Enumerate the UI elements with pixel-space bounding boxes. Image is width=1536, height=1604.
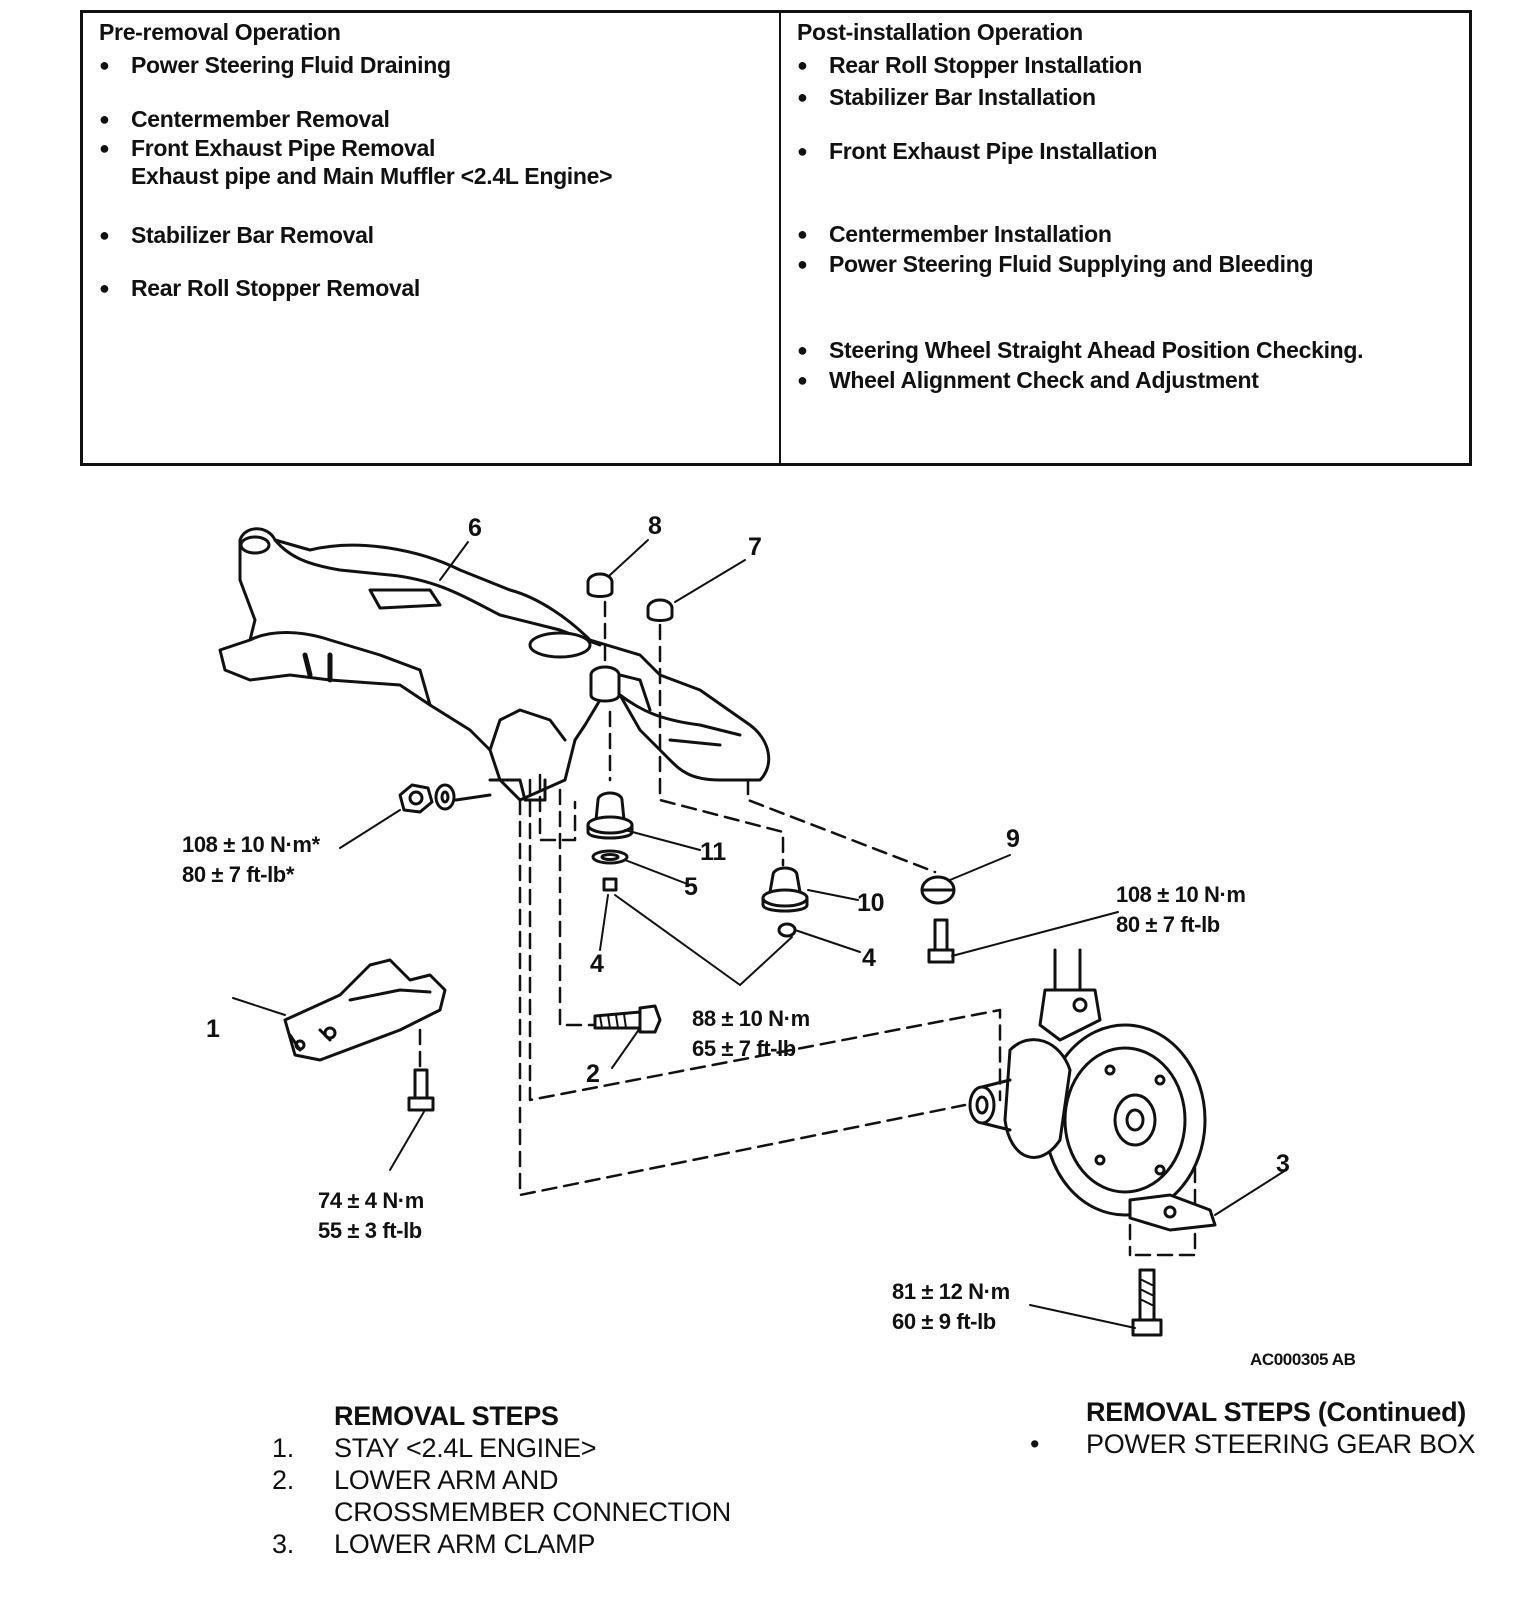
- part-label-4b: 4: [862, 944, 876, 972]
- bolt-2: [593, 1004, 662, 1034]
- post-installation-item: ●Power Steering Fluid Supplying and Blee…: [797, 251, 1314, 277]
- bushing-10: [761, 866, 809, 913]
- procedure-table: Pre-removal Operation ●Power Steering Fl…: [80, 10, 1472, 466]
- part-label-11: 11: [700, 838, 726, 866]
- torque-spec-bushing-nut: 88 ± 10 N·m 65 ± 7 ft-lb: [692, 1006, 810, 1061]
- exploded-parts-diagram: [218, 527, 1287, 1337]
- removal-step: 3.LOWER ARM CLAMP: [272, 1529, 596, 1559]
- post-installation-item: ●Rear Roll Stopper Installation: [797, 52, 1143, 78]
- torque-spec-crossmember-nut: 108 ± 10 N·m* 80 ± 7 ft-lb*: [182, 832, 320, 887]
- post-installation-item: ●Front Exhaust Pipe Installation: [797, 138, 1158, 164]
- torque-spec-clamp-bolt: 81 ± 12 N·m 60 ± 9 ft-lb: [892, 1279, 1010, 1334]
- pre-removal-item: ●Centermember Removal: [99, 106, 390, 132]
- bolt-clamp: [1131, 1268, 1163, 1337]
- pre-removal-item: ●Power Steering Fluid Draining: [99, 52, 451, 78]
- removal-step: 2.LOWER ARM AND: [272, 1465, 559, 1495]
- bolt-stay: [407, 1068, 435, 1112]
- post-installation-item: ●Centermember Installation: [797, 221, 1112, 247]
- removal-steps-continued: REMOVAL STEPS (Continued) •POWER STEERIN…: [1030, 1396, 1476, 1460]
- removal-steps-heading: REMOVAL STEPS: [334, 1401, 559, 1431]
- part-label-8: 8: [648, 512, 662, 540]
- post-installation-item: ●Steering Wheel Straight Ahead Position …: [797, 337, 1364, 363]
- bushing-8: [586, 572, 621, 703]
- part-label-7: 7: [748, 533, 762, 561]
- pre-removal-item: ●Rear Roll Stopper Removal: [99, 275, 421, 301]
- pre-removal-title: Pre-removal Operation: [99, 19, 341, 45]
- clamp-3: [1128, 1193, 1217, 1232]
- removal-step: CROSSMEMBER CONNECTION: [334, 1497, 731, 1527]
- washer-5: [591, 849, 629, 865]
- removal-steps: REMOVAL STEPS 1.STAY <2.4L ENGINE> 2.LOW…: [272, 1400, 731, 1560]
- post-installation-item: ●Wheel Alignment Check and Adjustment: [797, 367, 1259, 393]
- post-installation-column: Post-installation Operation ●Rear Roll S…: [781, 13, 1469, 463]
- bushing-7: [646, 598, 674, 622]
- removal-step: •POWER STEERING GEAR BOX: [1030, 1429, 1476, 1459]
- removal-step: 1.STAY <2.4L ENGINE>: [272, 1433, 597, 1463]
- bushing-11: [586, 791, 634, 840]
- torque-spec-rear-bolt: 108 ± 10 N·m 80 ± 7 ft-lb: [1116, 882, 1246, 937]
- torque-spec-stay-bolt: 74 ± 4 N·m 55 ± 3 ft-lb: [318, 1188, 424, 1243]
- pre-removal-item: ●Stabilizer Bar Removal: [99, 222, 374, 248]
- part-label-2: 2: [586, 1060, 600, 1088]
- knuckle-hub-assembly: [968, 948, 1207, 1217]
- part-label-9: 9: [1006, 825, 1020, 853]
- figure-reference-code: AC000305 AB: [1250, 1350, 1356, 1369]
- stay-1: [283, 958, 447, 1062]
- crossmember-drawing: [218, 527, 771, 802]
- post-installation-title: Post-installation Operation: [797, 19, 1083, 45]
- crossmember-nut: [398, 783, 492, 814]
- nut-4-right: [777, 922, 797, 938]
- part-label-5: 5: [684, 873, 698, 901]
- post-installation-item: ●Stabilizer Bar Installation: [797, 84, 1096, 110]
- bolt-right: [927, 918, 955, 964]
- part-label-3: 3: [1276, 1150, 1290, 1178]
- part-label-10: 10: [857, 889, 885, 917]
- part-label-6: 6: [468, 514, 482, 542]
- nut-4-left: [602, 877, 618, 892]
- part-label-1: 1: [206, 1015, 220, 1043]
- pre-removal-column: Pre-removal Operation ●Power Steering Fl…: [83, 13, 781, 463]
- leader-lines: [232, 539, 1287, 1329]
- cap-9: [920, 875, 956, 905]
- removal-steps-continued-heading: REMOVAL STEPS (Continued): [1086, 1397, 1466, 1427]
- part-label-4a: 4: [590, 950, 604, 978]
